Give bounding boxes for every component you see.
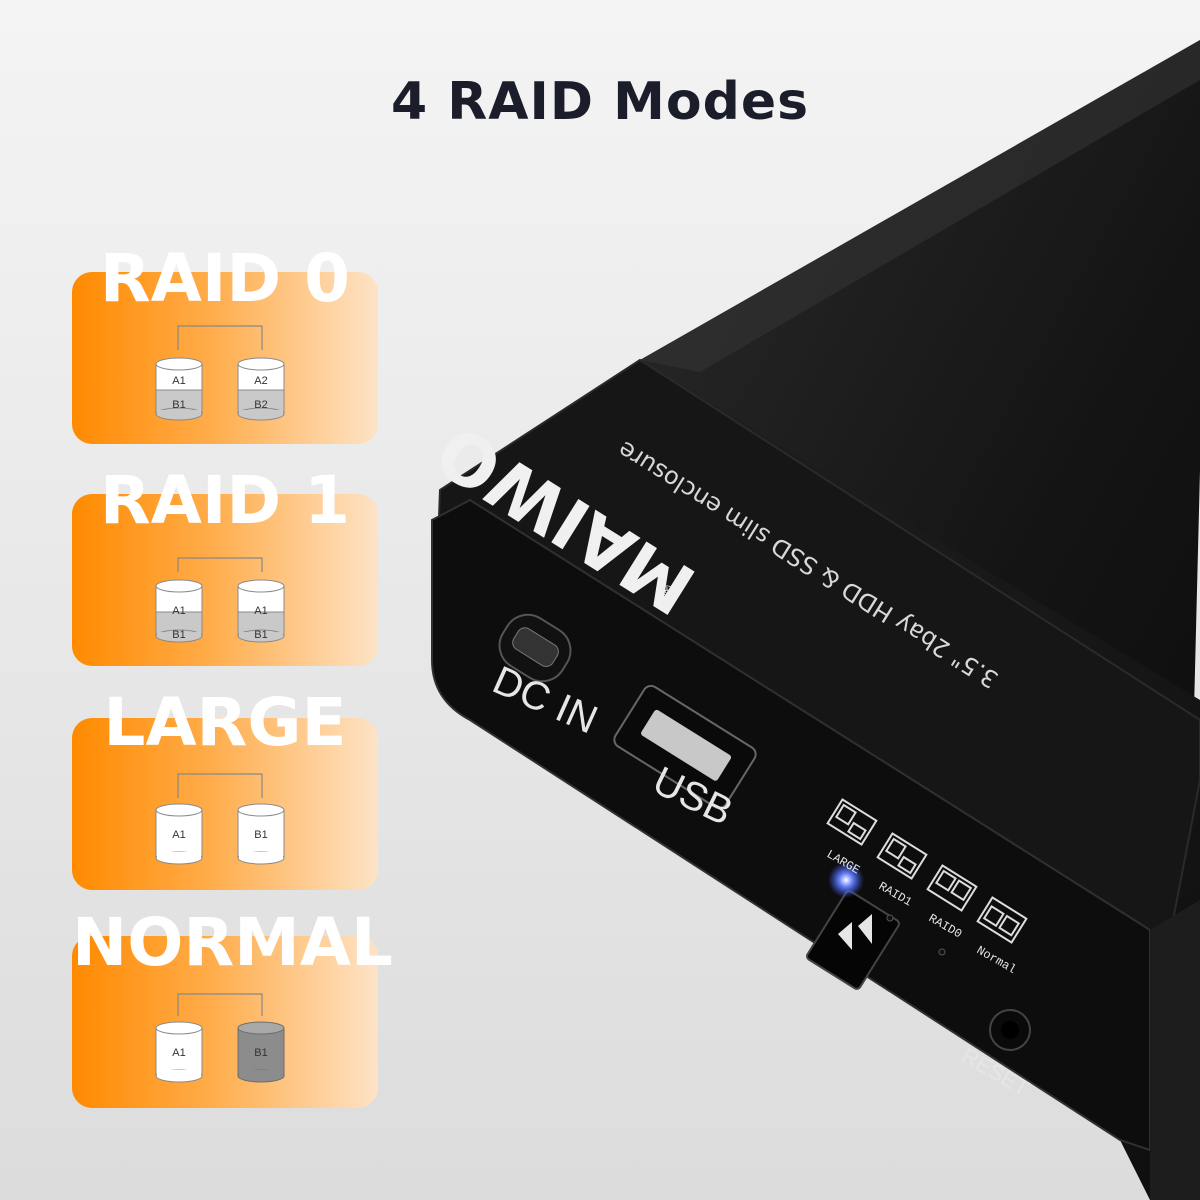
disk-bottom-label: B1 <box>254 629 267 641</box>
disk-icon: A1 B1 <box>155 579 203 643</box>
large-diagram: A1 B1 <box>155 773 285 865</box>
disk-icon: B1 <box>237 803 285 865</box>
mode-title-normal: NORMAL <box>72 904 393 981</box>
disk-top-label: A2 <box>254 375 267 387</box>
disk-top-label: A1 <box>172 605 185 617</box>
mode-card-large: A1 B1 <box>72 718 378 890</box>
disk-icon: A1 B1 <box>155 357 203 421</box>
mode-card-raid0: A1 B1 A2 B2 <box>72 272 378 444</box>
disk-label: A1 <box>172 1047 185 1059</box>
disk-icon: A2 B2 <box>237 357 285 421</box>
disk-icon: A1 <box>155 803 203 865</box>
disk-bottom-label: B2 <box>254 399 267 411</box>
led-indicator <box>828 862 864 898</box>
mode-card-normal: A1 B1 <box>72 936 378 1108</box>
dc-in-port <box>498 613 572 683</box>
mode-title-raid0: RAID 0 <box>99 240 351 317</box>
mode-title-large: LARGE <box>103 684 347 761</box>
mode-icons <box>826 798 1028 944</box>
disk-bottom-label: B1 <box>172 399 185 411</box>
mode-title-raid1: RAID 1 <box>99 462 351 539</box>
raid0-diagram: A1 B1 A2 B2 <box>155 325 285 421</box>
disk-icon: A1 B1 <box>237 579 285 643</box>
disk-top-label: A1 <box>172 375 185 387</box>
normal-diagram: A1 B1 <box>155 993 285 1083</box>
raid1-diagram: A1 B1 A1 B1 <box>155 557 285 643</box>
mode-card-raid1: A1 B1 A1 B1 <box>72 494 378 666</box>
disk-top-label: A1 <box>254 605 267 617</box>
mode-switch <box>806 890 900 990</box>
disk-icon: A1 <box>155 1021 203 1083</box>
disk-icon: B1 <box>237 1021 285 1083</box>
disk-label: A1 <box>172 829 185 841</box>
headline: 4 RAID Modes <box>390 72 810 132</box>
disk-label: B1 <box>254 829 267 841</box>
disk-label: B1 <box>254 1047 267 1059</box>
disk-bottom-label: B1 <box>172 629 185 641</box>
usb-port <box>613 684 757 810</box>
